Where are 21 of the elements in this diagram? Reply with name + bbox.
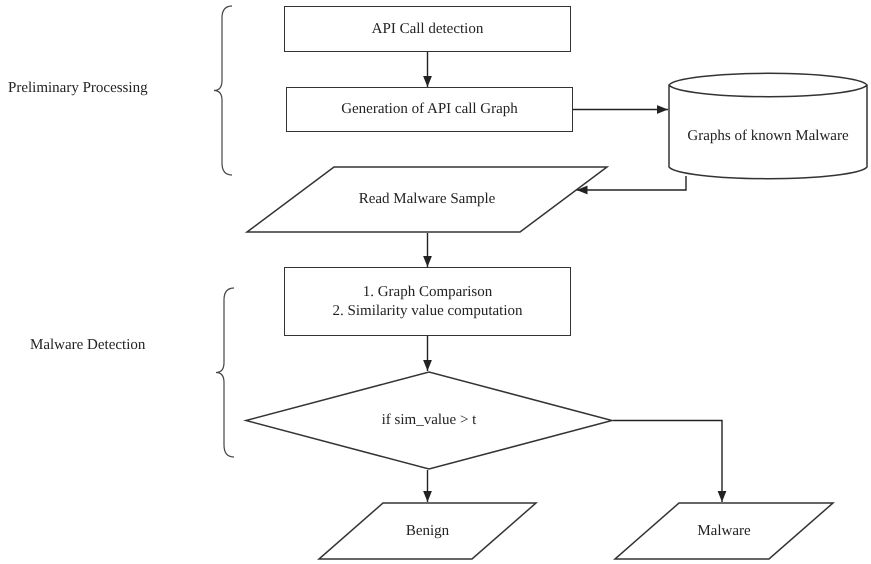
- arrow: [576, 176, 687, 194]
- process-box: [284, 267, 571, 336]
- group-label: Malware Detection: [30, 337, 146, 354]
- arrow: [423, 233, 432, 267]
- node-text: if sim_value > t: [382, 411, 476, 430]
- arrow: [423, 336, 432, 371]
- arrow: [423, 52, 432, 87]
- group-label: Preliminary Processing: [8, 80, 148, 97]
- arrow: [613, 420, 726, 502]
- arrow: [573, 105, 668, 114]
- node-text: Graphs of known Malware: [687, 126, 849, 146]
- node-text: 1. Graph Comparison: [362, 282, 492, 302]
- node-text: Generation of API call Graph: [341, 100, 518, 119]
- node-text: API Call detection: [372, 20, 484, 38]
- node-text: Read Malware Sample: [358, 190, 496, 209]
- node-text: Benign: [406, 522, 450, 540]
- arrow: [423, 470, 432, 502]
- node-text: Malware: [697, 522, 751, 540]
- process-box: [286, 87, 573, 132]
- process-box: [284, 6, 571, 52]
- node-text: 2. Similarity value computation: [332, 302, 522, 320]
